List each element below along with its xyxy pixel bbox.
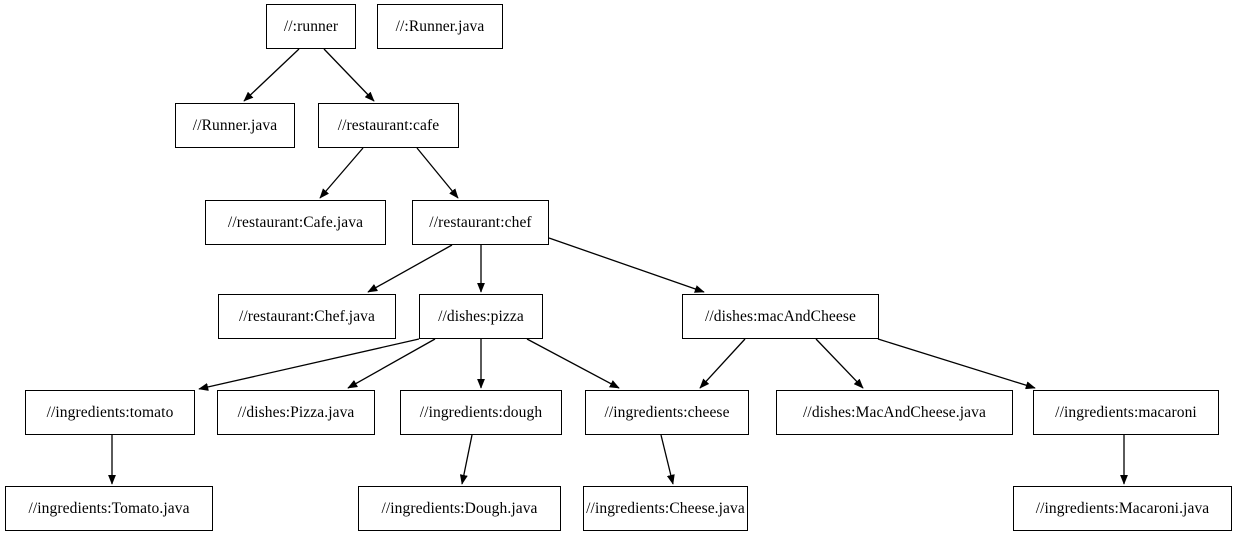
graph-node-label: //Runner.java	[192, 116, 278, 134]
graph-node-ing_dough[interactable]: //ingredients:dough	[400, 390, 562, 435]
graph-node-label: //dishes:macAndCheese	[704, 307, 857, 325]
graph-node-ing_cheese_java[interactable]: //ingredients:Cheese.java	[583, 486, 748, 531]
graph-node-dishes_pizza_java[interactable]: //dishes:Pizza.java	[217, 390, 375, 435]
graph-node-label: //restaurant:chef	[429, 213, 532, 231]
graph-node-runner[interactable]: //:runner	[266, 4, 356, 49]
graph-node-ing_macaroni[interactable]: //ingredients:macaroni	[1033, 390, 1219, 435]
graph-node-dishes_mac_java[interactable]: //dishes:MacAndCheese.java	[776, 390, 1013, 435]
graph-node-restaurant_chef_java[interactable]: //restaurant:Chef.java	[218, 294, 396, 339]
graph-node-label: //ingredients:Macaroni.java	[1035, 499, 1210, 517]
graph-node-dishes_macandcheese[interactable]: //dishes:macAndCheese	[682, 294, 879, 339]
graph-node-label: //:runner	[283, 17, 339, 35]
graph-node-label: //ingredients:Tomato.java	[28, 499, 190, 517]
graph-node-label: //ingredients:dough	[419, 403, 543, 421]
graph-node-ing_dough_java[interactable]: //ingredients:Dough.java	[358, 486, 561, 531]
graph-node-label: //ingredients:tomato	[46, 403, 174, 421]
graph-node-label: //restaurant:Cafe.java	[227, 213, 364, 231]
graph-node-ing_cheese[interactable]: //ingredients:cheese	[585, 390, 749, 435]
graph-node-ing_tomato[interactable]: //ingredients:tomato	[25, 390, 195, 435]
graph-node-label: //dishes:Pizza.java	[237, 403, 355, 421]
graph-node-label: //ingredients:Dough.java	[381, 499, 538, 517]
graph-node-ing_macaroni_java[interactable]: //ingredients:Macaroni.java	[1013, 486, 1232, 531]
graph-node-restaurant_cafe_java[interactable]: //restaurant:Cafe.java	[205, 200, 386, 245]
graph-node-restaurant_cafe[interactable]: //restaurant:cafe	[318, 103, 459, 148]
graph-node-label: //restaurant:cafe	[337, 116, 440, 134]
graph-node-label: //dishes:pizza	[438, 307, 524, 325]
graph-node-label: //ingredients:cheese	[604, 403, 730, 421]
graph-node-runner_java[interactable]: //Runner.java	[175, 103, 295, 148]
graph-node-label: //dishes:MacAndCheese.java	[803, 403, 986, 421]
graph-node-ing_tomato_java[interactable]: //ingredients:Tomato.java	[5, 486, 213, 531]
graph-node-label: //ingredients:Cheese.java	[586, 499, 745, 517]
graph-node-dishes_pizza[interactable]: //dishes:pizza	[419, 294, 543, 339]
graph-node-label: //restaurant:Chef.java	[238, 307, 376, 325]
graph-node-label: //:Runner.java	[395, 17, 485, 35]
graph-node-label: //ingredients:macaroni	[1055, 403, 1197, 421]
graph-node-restaurant_chef[interactable]: //restaurant:chef	[412, 200, 549, 245]
graph-node-root_runner_java[interactable]: //:Runner.java	[377, 4, 503, 49]
